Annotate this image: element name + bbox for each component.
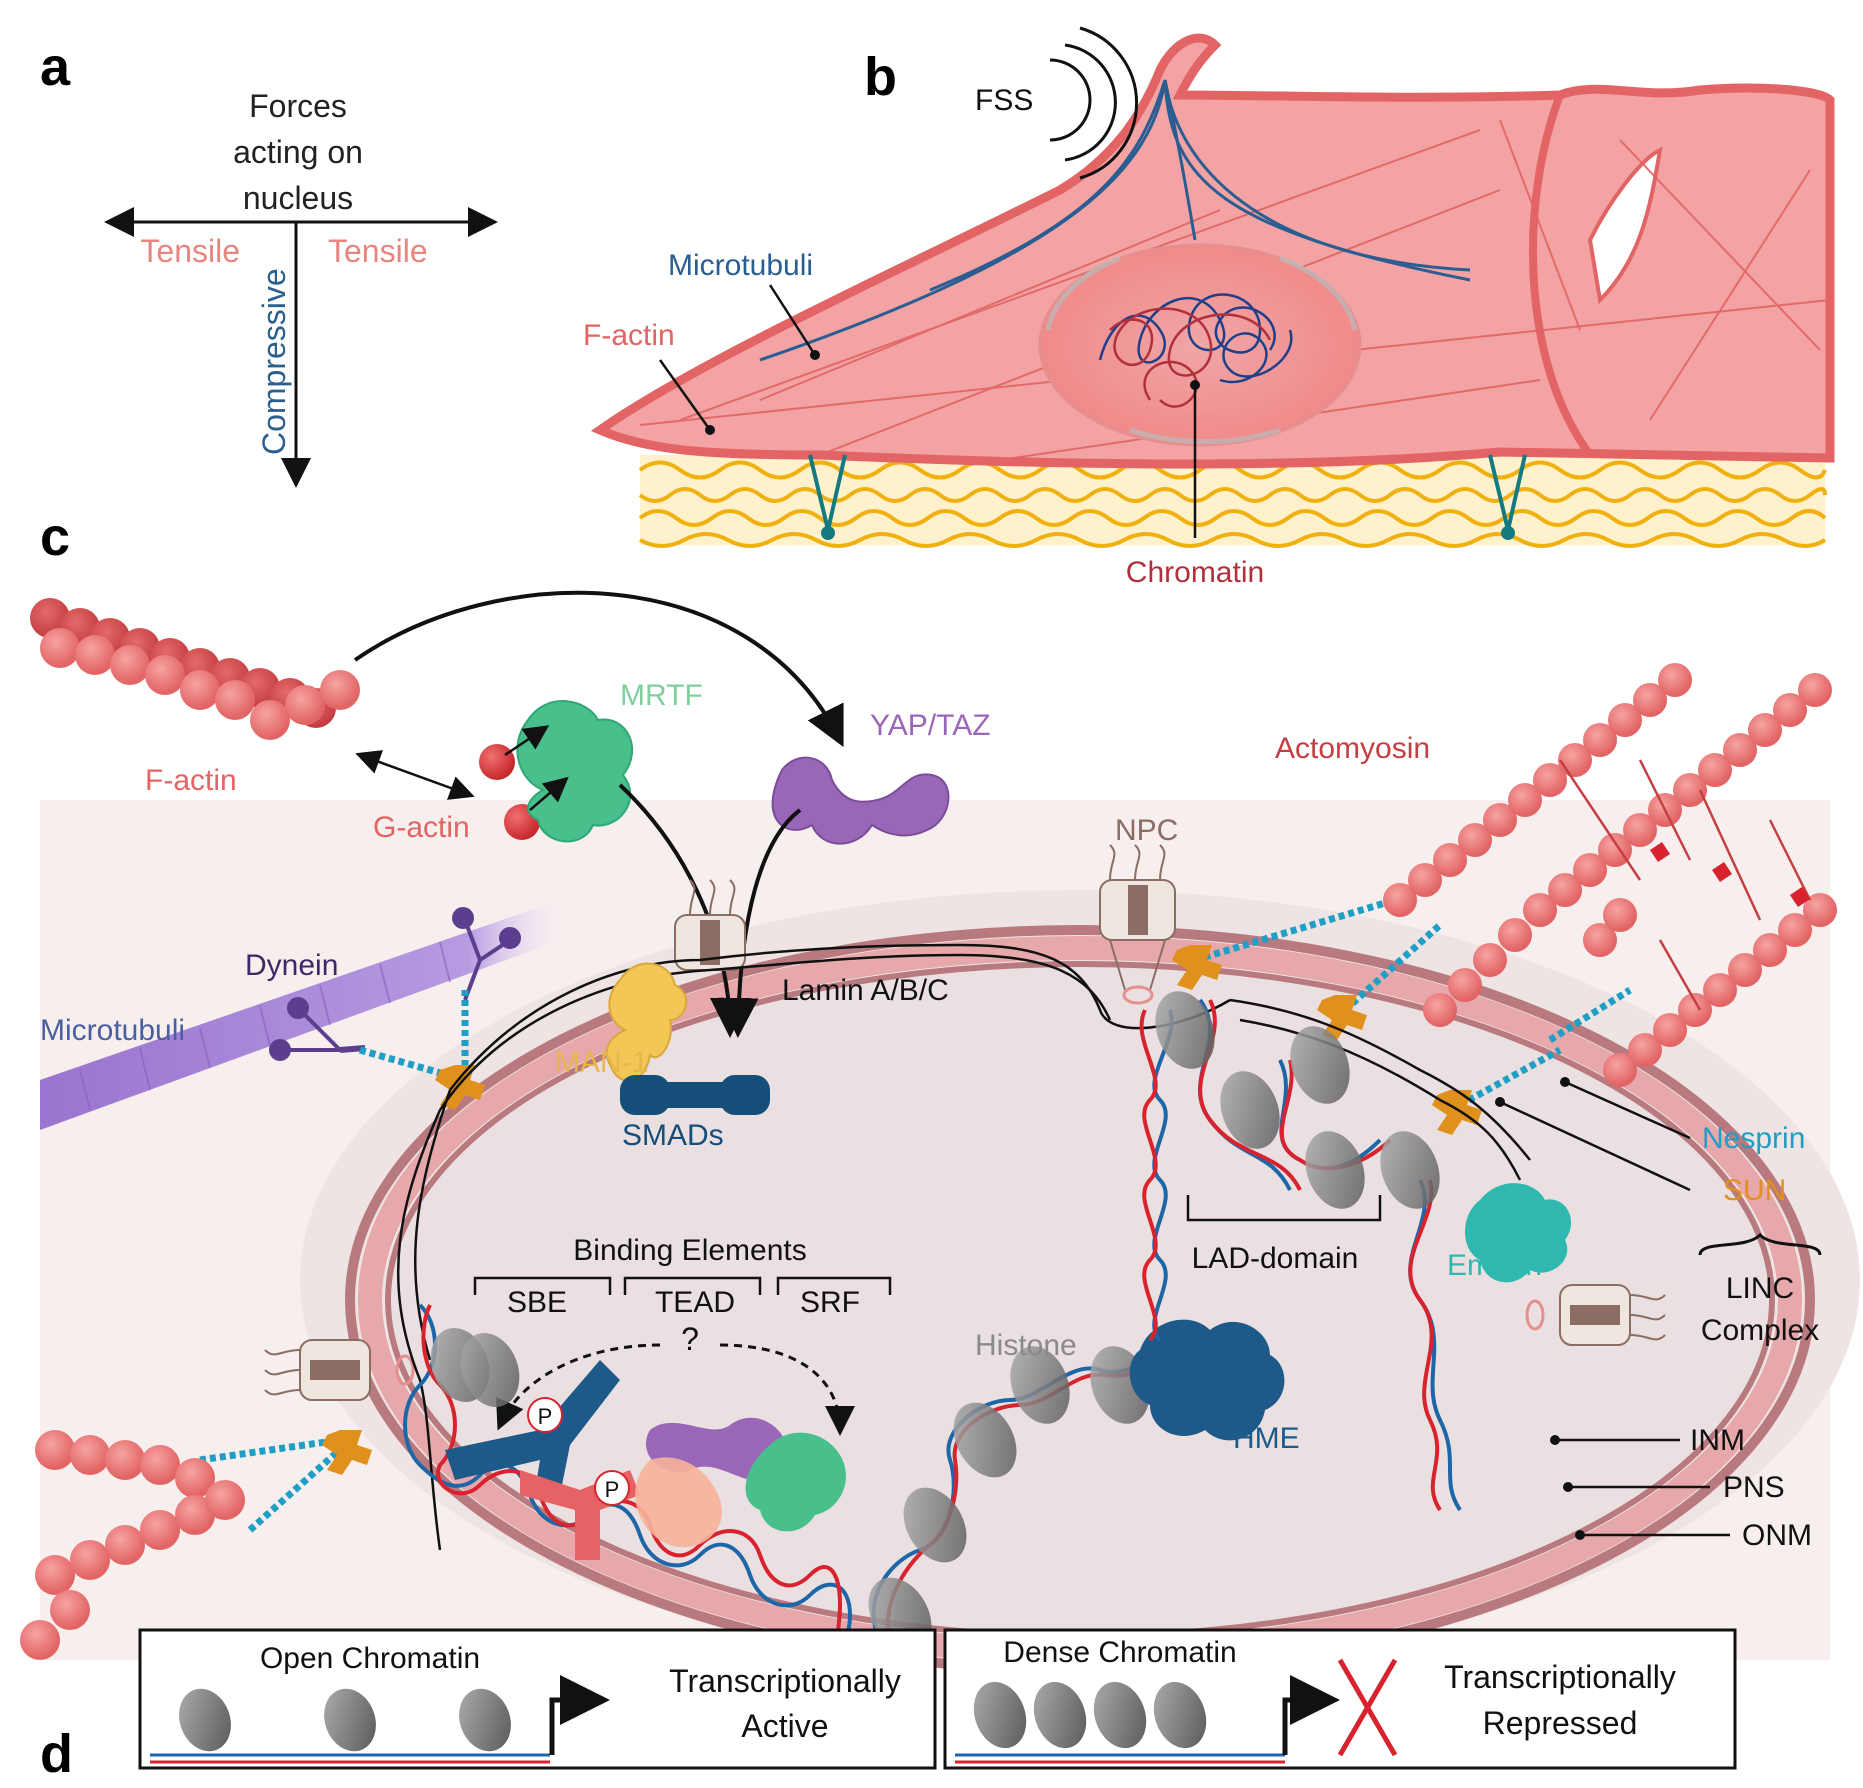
extracellular-matrix [638,455,1827,548]
open-chromatin-label: Open Chromatin [260,1642,480,1675]
cell-gap [1587,146,1663,305]
sun-label: SUN [1723,1174,1786,1207]
dense-promoter-arrow [1282,1675,1340,1755]
focal-adhesion-right [1488,454,1527,540]
tensile-right-label: Tensile [328,233,428,269]
histones-binding-region [430,1328,520,1407]
phospho-label-1: P [538,1404,553,1429]
man1-label: MAN-1 [555,1046,648,1079]
active-label-line1: Transcriptionally [669,1663,901,1699]
repressed-label-line1: Transcriptionally [1444,1659,1676,1695]
histones-center [868,1346,1150,1653]
pns-label: PNS [1723,1471,1785,1504]
sbe-label: SBE [507,1286,567,1319]
srf-label: SRF [800,1286,860,1319]
tensile-left-label: Tensile [140,233,240,269]
dense-chromatin-label: Dense Chromatin [1003,1636,1236,1669]
linc-label-line1: LINC [1726,1272,1794,1305]
npc-right [1525,1284,1666,1346]
gactin-monomer-1 [479,744,515,780]
npc-label: NPC [1115,814,1178,847]
smads-protein [620,1075,770,1115]
factin-to-yap-arrow [353,590,844,748]
chromatin-label-b: Chromatin [1126,556,1264,589]
hme-label: HME [1233,1422,1300,1455]
open-chromatin-histones [179,1688,511,1752]
inm-label: INM [1690,1424,1745,1457]
emerin-protein [1465,1183,1572,1283]
fss-label: FSS [975,84,1033,117]
dynein-motors [269,907,521,1061]
gactin-label: G-actin [373,811,470,844]
smads-label: SMADs [622,1119,724,1152]
binding-brackets [473,1276,892,1295]
focal-adhesion-left [808,454,847,540]
srf-mrtf-complex [745,1432,846,1532]
stress-fibers [639,119,1831,461]
compressive-label: Compressive [256,268,292,455]
lamin-label: Lamin A/B/C [782,974,949,1007]
lad-label: LAD-domain [1192,1242,1359,1275]
actomyosin-filaments [1383,663,1837,1087]
open-chromatin-box [138,1628,937,1770]
panel-b: b [583,26,1835,589]
cell-boundary [1529,93,1594,458]
nesprin-chains [199,896,1632,1533]
dynein-label: Dynein [245,949,338,982]
lad-bracket [1186,1195,1382,1222]
npc-left [264,1339,415,1401]
tead-yap-complex [635,1417,788,1548]
factin-filament-c [30,598,360,740]
nucleus-b [1038,243,1362,447]
onm-label: ONM [1742,1519,1812,1552]
repressed-label-line2: Repressed [1483,1705,1638,1741]
histones-lad [1155,991,1440,1209]
question-mark: ? [681,1321,699,1357]
factin-filament-bottom-left [20,1430,245,1660]
lamina-network [397,943,1531,1551]
panel-label-a: a [40,37,71,97]
microtubuli-label-b: Microtubuli [668,249,813,282]
tead-label: TEAD [655,1286,735,1319]
phospho-label-2: P [605,1477,620,1502]
panel-label-b: b [864,47,897,107]
forces-title-line2: acting on [233,134,363,170]
microtubule-network [759,79,1471,362]
npc-top [1099,844,1176,1005]
yaptaz-label: YAP/TAZ [870,709,991,742]
chromatin-b [1098,293,1293,408]
open-chromatin-dna [150,1753,550,1764]
panel-label-c: c [40,507,70,567]
smad-complex: P P [445,1360,640,1560]
linc-brace [1698,1232,1822,1256]
dense-chromatin-histones [973,1681,1207,1749]
microtubuli-label-c: Microtubuli [40,1014,185,1047]
linc-label-line2: Complex [1701,1314,1819,1347]
forces-title-line1: Forces [249,88,347,124]
factin-label-b: F-actin [583,319,675,352]
yaptaz-protein [771,756,950,845]
open-promoter-arrow [549,1675,610,1755]
factin-label-c: F-actin [145,764,237,797]
dna-lad-region [1139,998,1462,1512]
panel-a: a Forces acting on nucleus Tensile Tensi… [40,37,498,488]
panel-d: d Open Chromatin Transcriptionally Activ… [40,1628,1737,1784]
dense-chromatin-dna [955,1753,1285,1764]
man1-protein [605,962,688,1082]
repressed-x-icon [1337,1658,1398,1757]
hme-protein [1129,1319,1285,1441]
emerin-label: Emerin [1447,1249,1542,1282]
panel-c: c F-actin [20,507,1860,1696]
active-label-line2: Active [741,1708,828,1744]
mrtf-label: MRTF [620,679,703,712]
histone-label: Histone [975,1329,1077,1362]
panel-label-d: d [40,1724,73,1784]
forces-title-line3: nucleus [243,180,353,216]
nesprin-label: Nesprin [1702,1122,1805,1155]
fss-waves-icon [1049,26,1139,180]
binding-elements-label: Binding Elements [573,1234,806,1267]
actomyosin-label: Actomyosin [1275,732,1430,765]
